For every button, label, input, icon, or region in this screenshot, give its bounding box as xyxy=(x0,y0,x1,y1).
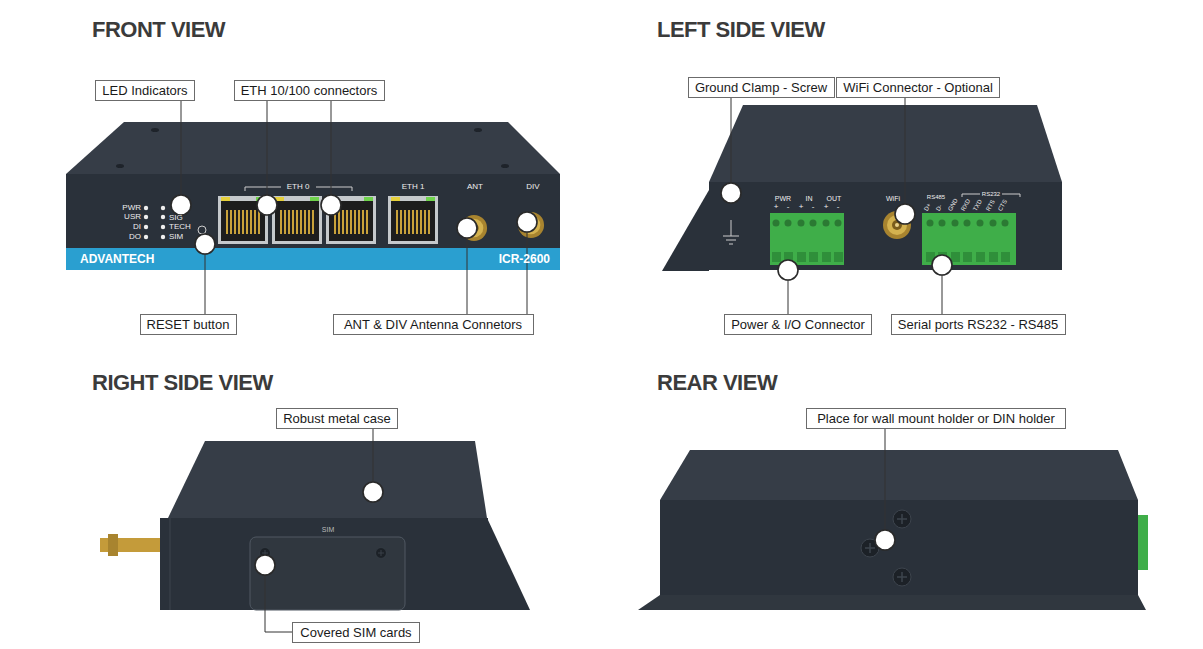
printed-marking: DIV xyxy=(526,183,539,191)
left-device xyxy=(662,105,1062,271)
screw-hole xyxy=(501,164,509,168)
callout-box: Place for wall mount holder or DIN holde… xyxy=(806,408,1066,429)
led-dot xyxy=(161,206,165,210)
callout-box: ANT & DIV Antenna Connetors xyxy=(333,314,534,335)
antenna-connector xyxy=(518,212,544,238)
callout-box: Robust metal case xyxy=(276,408,398,429)
ground-screw xyxy=(722,184,740,202)
brand-band xyxy=(66,248,560,270)
ethernet-port xyxy=(388,196,438,244)
printed-marking: PWR xyxy=(775,195,791,202)
callout-text: Robust metal case xyxy=(282,410,392,427)
led-dot xyxy=(144,215,148,219)
printed-marking: + xyxy=(799,203,804,211)
callout-text: Power & I/O Connector xyxy=(730,316,866,333)
side-face xyxy=(160,518,488,610)
leader-line xyxy=(181,98,942,632)
screw-hole xyxy=(116,164,124,168)
callout-text: LED Indicators xyxy=(101,82,189,99)
printed-marking: SIM xyxy=(169,233,183,241)
mount-flange xyxy=(662,190,709,271)
printed-marking: ADVANTECH xyxy=(80,253,154,265)
mount-screw xyxy=(893,510,911,528)
rear-device xyxy=(638,450,1148,610)
callout-dot xyxy=(171,183,952,575)
printed-marking: DO xyxy=(129,233,141,241)
callout-text: Place for wall mount holder or DIN holde… xyxy=(812,410,1060,427)
printed-marking: TECH xyxy=(169,223,191,231)
reset-hole xyxy=(198,226,206,234)
power-terminal-block xyxy=(770,213,844,265)
printed-marking: ICR-2600 xyxy=(499,253,550,265)
printed-marking: + xyxy=(824,203,829,211)
printed-marking: WiFi xyxy=(886,195,900,202)
printed-marking: ANT xyxy=(467,183,483,191)
callout-box: Ground Clamp - Screw xyxy=(688,77,835,98)
callout-text: ANT & DIV Antenna Connetors xyxy=(339,316,528,333)
mount-flange xyxy=(638,595,1146,610)
printed-marking: RS232 xyxy=(982,191,1000,197)
printed-marking: OUT xyxy=(827,195,842,202)
callout-box: Serial ports RS232 - RS485 xyxy=(891,314,1066,335)
led-dot xyxy=(144,225,148,229)
mount-flange xyxy=(488,520,530,610)
printed-marking: + xyxy=(774,203,779,211)
printed-marking: ETH 1 xyxy=(402,183,425,191)
right-device xyxy=(100,441,530,610)
front-face xyxy=(66,174,560,270)
view-heading: LEFT SIDE VIEW xyxy=(657,19,825,41)
screw-hole xyxy=(474,128,482,132)
top-face xyxy=(66,122,560,174)
screw-hole xyxy=(151,128,159,132)
printed-marking: IN xyxy=(806,195,813,202)
callout-box: WiFi Connector - Optional xyxy=(836,77,1000,98)
callout-text: ETH 10/100 connectors xyxy=(240,82,379,99)
antenna-nut xyxy=(108,534,118,556)
view-heading: RIGHT SIDE VIEW xyxy=(92,372,273,394)
callout-box: Covered SIM cards xyxy=(292,622,420,643)
printed-marking: DI xyxy=(133,223,141,231)
printed-marking: - xyxy=(837,203,840,211)
callout-text: WiFi Connector - Optional xyxy=(842,79,994,96)
led-dot xyxy=(144,235,148,239)
mount-screw xyxy=(893,568,911,586)
front-device xyxy=(66,122,560,270)
printed-marking: PWR xyxy=(122,204,141,212)
callout-box: LED Indicators xyxy=(95,80,195,101)
terminal-openings xyxy=(772,252,843,262)
view-heading: FRONT VIEW xyxy=(92,19,225,41)
ethernet-port xyxy=(272,196,322,244)
led-dot xyxy=(161,215,165,219)
sim-cover xyxy=(250,537,405,610)
printed-marking: SIG xyxy=(169,214,183,222)
ground-symbol xyxy=(723,220,739,244)
printed-marking: RS485 xyxy=(927,194,945,200)
callout-text: RESET button xyxy=(146,316,231,333)
led-dot xyxy=(144,206,148,210)
printed-marking: - xyxy=(787,203,790,211)
terminal-screws xyxy=(773,220,842,227)
view-heading: REAR VIEW xyxy=(657,372,777,394)
callout-text: Ground Clamp - Screw xyxy=(694,79,829,96)
callout-box: RESET button xyxy=(140,314,237,335)
terminal-screws xyxy=(927,220,1009,227)
top-face xyxy=(709,105,1062,182)
rear-face xyxy=(660,500,1138,595)
printed-marking: ETH 0 xyxy=(287,183,310,191)
callout-box: Power & I/O Connector xyxy=(724,314,872,335)
panel-seam xyxy=(170,518,171,610)
top-face xyxy=(660,450,1138,500)
callout-box: ETH 10/100 connectors xyxy=(234,80,385,101)
callout-text: Covered SIM cards xyxy=(298,624,414,641)
printed-marking: - xyxy=(812,203,815,211)
cover-screw xyxy=(376,548,387,559)
printed-marking: SIM xyxy=(322,526,334,533)
led-dot xyxy=(161,225,165,229)
side-face xyxy=(709,182,1062,270)
top-face xyxy=(168,441,487,518)
led-dot xyxy=(161,235,165,239)
printed-marking: USR xyxy=(124,213,141,221)
callout-text: Serial ports RS232 - RS485 xyxy=(897,316,1060,333)
